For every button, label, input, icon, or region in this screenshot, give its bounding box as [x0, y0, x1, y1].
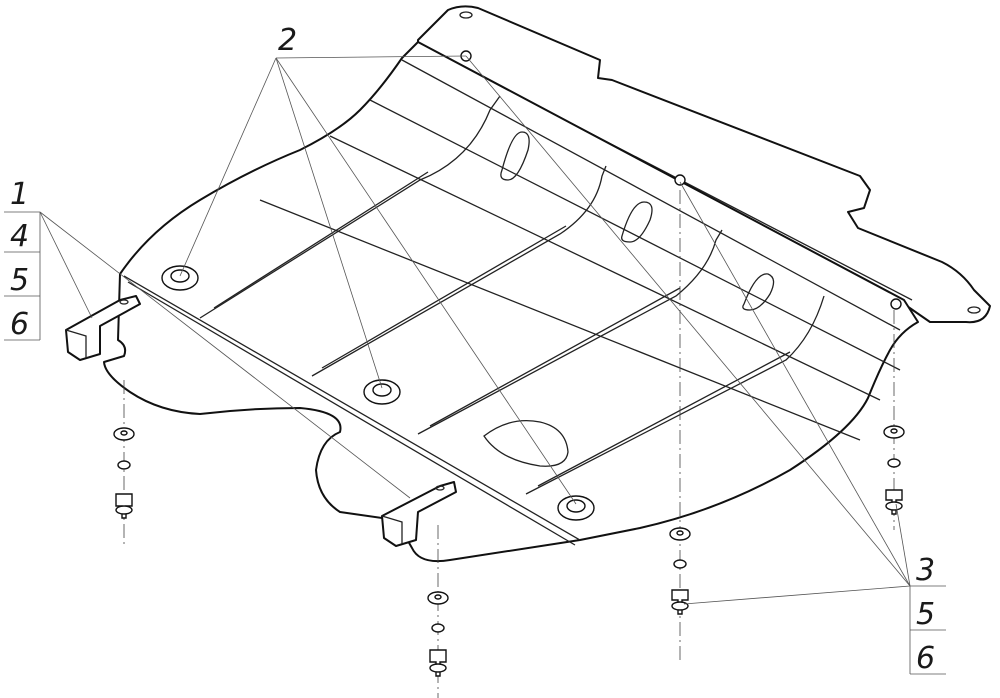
- callout-6-right: 6: [916, 641, 935, 676]
- oval-slots: [483, 131, 775, 467]
- guard-plate: [103, 41, 919, 563]
- callout-5-right: 5: [916, 597, 935, 632]
- callout-4: 4: [10, 219, 29, 254]
- callout-3: 3: [916, 553, 935, 588]
- callout-1: 1: [10, 177, 29, 212]
- nut-left: [161, 265, 199, 291]
- fastener-left: [113, 427, 135, 519]
- fastener-rear-center: [669, 527, 691, 615]
- callout-top: 2: [278, 23, 297, 58]
- nut-front: [557, 495, 595, 521]
- stiffening-ribs: [199, 95, 901, 495]
- bracket-left: [65, 295, 141, 361]
- fastener-front: [427, 591, 449, 677]
- callout-left: 1 4 5 6: [4, 177, 41, 342]
- bracket-front: [381, 481, 457, 547]
- callout-2: 2: [278, 23, 297, 58]
- leader-lines: [39, 55, 911, 605]
- stud-rear-2: [674, 174, 686, 186]
- callout-5: 5: [10, 263, 29, 298]
- callout-6: 6: [10, 307, 29, 342]
- fastener-right: [883, 425, 905, 515]
- nut-center: [363, 379, 401, 405]
- callout-right: 3 5 6: [909, 553, 946, 676]
- stud-rear-3: [890, 298, 902, 310]
